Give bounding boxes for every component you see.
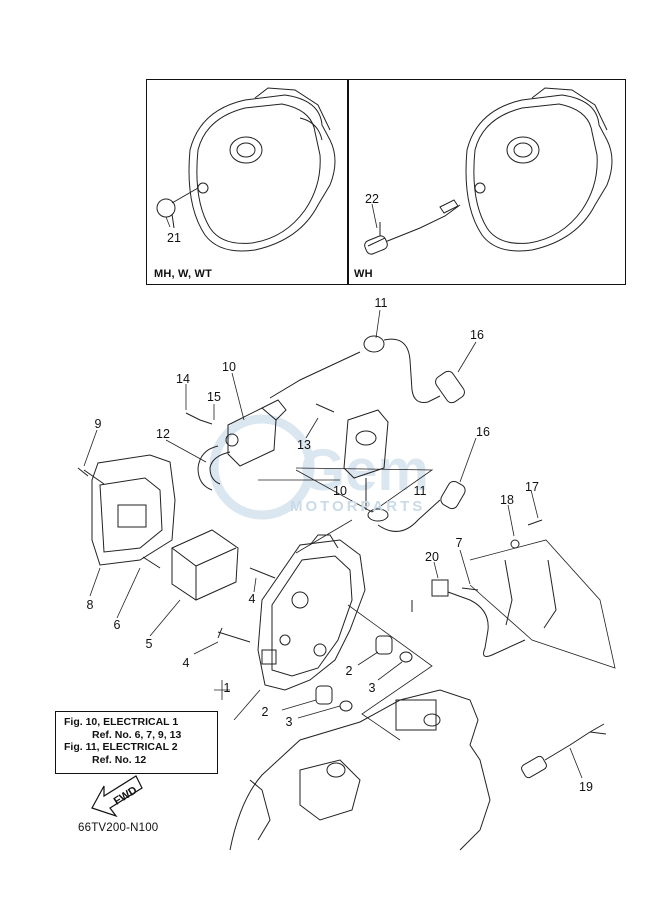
- callout-11b: 11: [413, 484, 427, 498]
- callout-5: 5: [145, 637, 153, 651]
- callout-3b: 3: [285, 715, 293, 729]
- callout-18: 18: [500, 493, 514, 507]
- inset-panel-right: [347, 79, 626, 285]
- callout-2a: 2: [345, 664, 353, 678]
- callout-20: 20: [425, 550, 439, 564]
- note-line-2: Ref. No. 6, 7, 9, 13: [92, 728, 182, 741]
- callout-4b: 4: [182, 656, 190, 670]
- callout-14: 14: [176, 372, 190, 386]
- callout-21: 21: [167, 231, 181, 245]
- callout-10b: 10: [333, 484, 347, 498]
- callout-16b: 16: [476, 425, 490, 439]
- callout-6: 6: [113, 618, 121, 632]
- note-line-3: Fig. 11, ELECTRICAL 2: [64, 741, 178, 753]
- inset-tag-left: MH, W, WT: [154, 268, 213, 280]
- svg-text:Gem: Gem: [300, 438, 429, 503]
- note-line-4: Ref. No. 12: [92, 753, 147, 766]
- note-line-1: Fig. 10, ELECTRICAL 1: [64, 716, 179, 728]
- inset-tag-right: WH: [354, 268, 373, 280]
- drawing-code: 66TV200-N100: [78, 822, 159, 834]
- reference-note: Fig. 10, ELECTRICAL 1 Ref. No. 6, 7, 9, …: [55, 711, 218, 774]
- callout-17: 17: [525, 480, 539, 494]
- callout-12: 12: [156, 427, 170, 441]
- callout-4a: 4: [248, 592, 256, 606]
- flywheel-cover-right: [363, 88, 612, 256]
- callout-10a: 10: [222, 360, 236, 374]
- watermark-logo: Gem: [214, 419, 429, 515]
- callout-3a: 3: [368, 681, 376, 695]
- callout-7: 7: [455, 536, 463, 550]
- callout-22: 22: [365, 192, 379, 206]
- fwd-arrow-icon: [92, 776, 142, 816]
- main-assembly: [78, 336, 606, 850]
- callout-16a: 16: [470, 328, 484, 342]
- callout-9: 9: [94, 417, 102, 431]
- callout-11a: 11: [374, 296, 388, 310]
- watermark-text: MOTORPARTS: [290, 498, 426, 515]
- callout-2b: 2: [261, 705, 269, 719]
- callout-15: 15: [207, 390, 221, 404]
- inset-panel-left: [146, 79, 349, 285]
- flywheel-cover-left: [157, 88, 335, 251]
- callout-8: 8: [86, 598, 94, 612]
- leader-lines: [84, 204, 615, 778]
- callout-19: 19: [579, 780, 593, 794]
- callout-13: 13: [297, 438, 311, 452]
- callout-1: 1: [223, 681, 231, 695]
